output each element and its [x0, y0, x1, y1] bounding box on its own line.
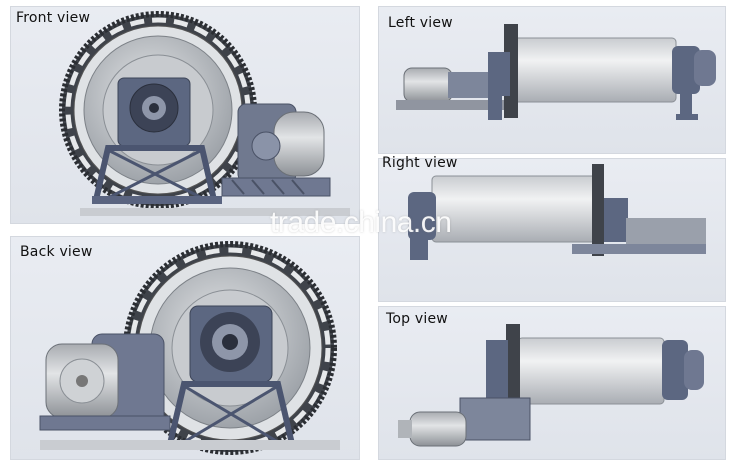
left-view-drawing	[396, 24, 716, 120]
back-view-drawing	[39, 241, 340, 455]
front-view-label: Front view	[16, 10, 91, 26]
watermark: trade.china.cn	[270, 206, 452, 239]
front-view-drawing	[59, 11, 350, 216]
top-view-drawing	[398, 324, 704, 447]
top-view-label: Top view	[386, 311, 448, 327]
right-view-label: Right view	[382, 155, 458, 171]
left-view-label: Left view	[388, 15, 453, 31]
right-view-drawing	[408, 164, 706, 260]
back-view-label: Back view	[20, 244, 93, 260]
